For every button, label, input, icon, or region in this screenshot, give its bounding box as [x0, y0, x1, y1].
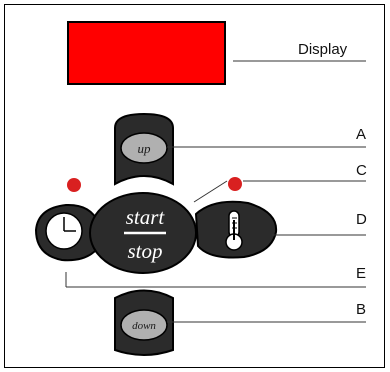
down-button-cap: [120, 309, 168, 341]
callout-e-label: E: [356, 265, 366, 282]
timer-indicator-led: [67, 178, 81, 192]
up-button-cap: [120, 132, 168, 164]
callout-b-label: B: [356, 301, 366, 318]
callout-c-label: C: [356, 162, 367, 179]
display-label: Display: [298, 41, 348, 58]
callout-d-label: D: [356, 211, 367, 228]
callout-a-label: A: [356, 126, 366, 143]
temperature-button[interactable]: [194, 200, 278, 259]
down-button[interactable]: down: [114, 289, 174, 356]
timer-button[interactable]: [34, 203, 99, 262]
up-button[interactable]: up: [114, 112, 174, 186]
stop-label: stop: [127, 239, 162, 263]
display-screen: [67, 21, 226, 85]
start-label: start: [126, 205, 166, 229]
down-button-label: down: [132, 320, 156, 332]
temperature-indicator-led: [228, 177, 242, 191]
clock-icon: [45, 212, 83, 250]
start-stop-button[interactable]: start stop: [89, 192, 197, 274]
callout-c-line: [193, 180, 228, 203]
thermometer-icon: [225, 210, 243, 251]
up-button-label: up: [138, 141, 152, 156]
